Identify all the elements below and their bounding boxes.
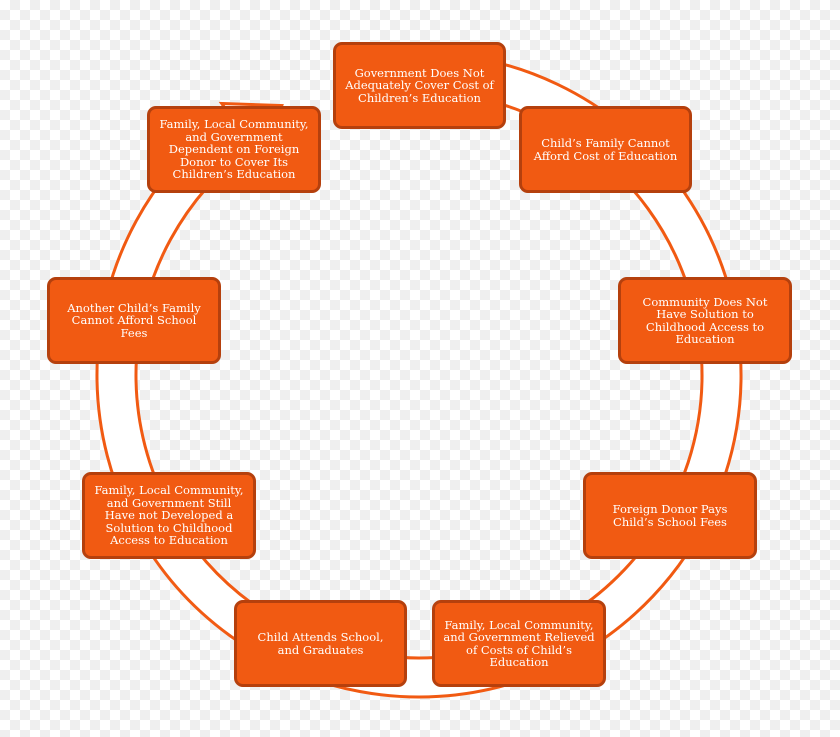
step-box-still-no-solution: Family, Local Community, and Government … (82, 472, 256, 559)
step-box-child-attends-school: Child Attends School, and Graduates (234, 600, 407, 687)
step-box-family-cannot-afford: Child’s Family Cannot Afford Cost of Edu… (519, 106, 692, 193)
step-label: Another Child’s Family Cannot Afford Sch… (67, 300, 201, 340)
step-label: Family, Local Community, and Government … (159, 117, 309, 182)
step-box-relieved-of-costs: Family, Local Community, and Government … (432, 600, 606, 687)
step-label: Community Does Not Have Solution to Chil… (642, 294, 768, 346)
step-label: Family, Local Community, and Government … (94, 483, 244, 548)
step-box-another-child-cannot-afford: Another Child’s Family Cannot Afford Sch… (47, 277, 221, 364)
step-box-government-does-not-cover: Government Does Not Adequately Cover Cos… (333, 42, 506, 129)
step-box-foreign-donor-pays: Foreign Donor Pays Child’s School Fees (583, 472, 757, 559)
step-box-dependent-on-donor: Family, Local Community, and Government … (147, 106, 321, 193)
step-label: Government Does Not Adequately Cover Cos… (345, 65, 494, 105)
step-label: Child’s Family Cannot Afford Cost of Edu… (533, 136, 678, 163)
step-label: Child Attends School, and Graduates (257, 630, 384, 657)
step-box-community-no-solution: Community Does Not Have Solution to Chil… (618, 277, 792, 364)
step-label: Foreign Donor Pays Child’s School Fees (612, 502, 728, 529)
step-label: Family, Local Community, and Government … (443, 617, 595, 669)
